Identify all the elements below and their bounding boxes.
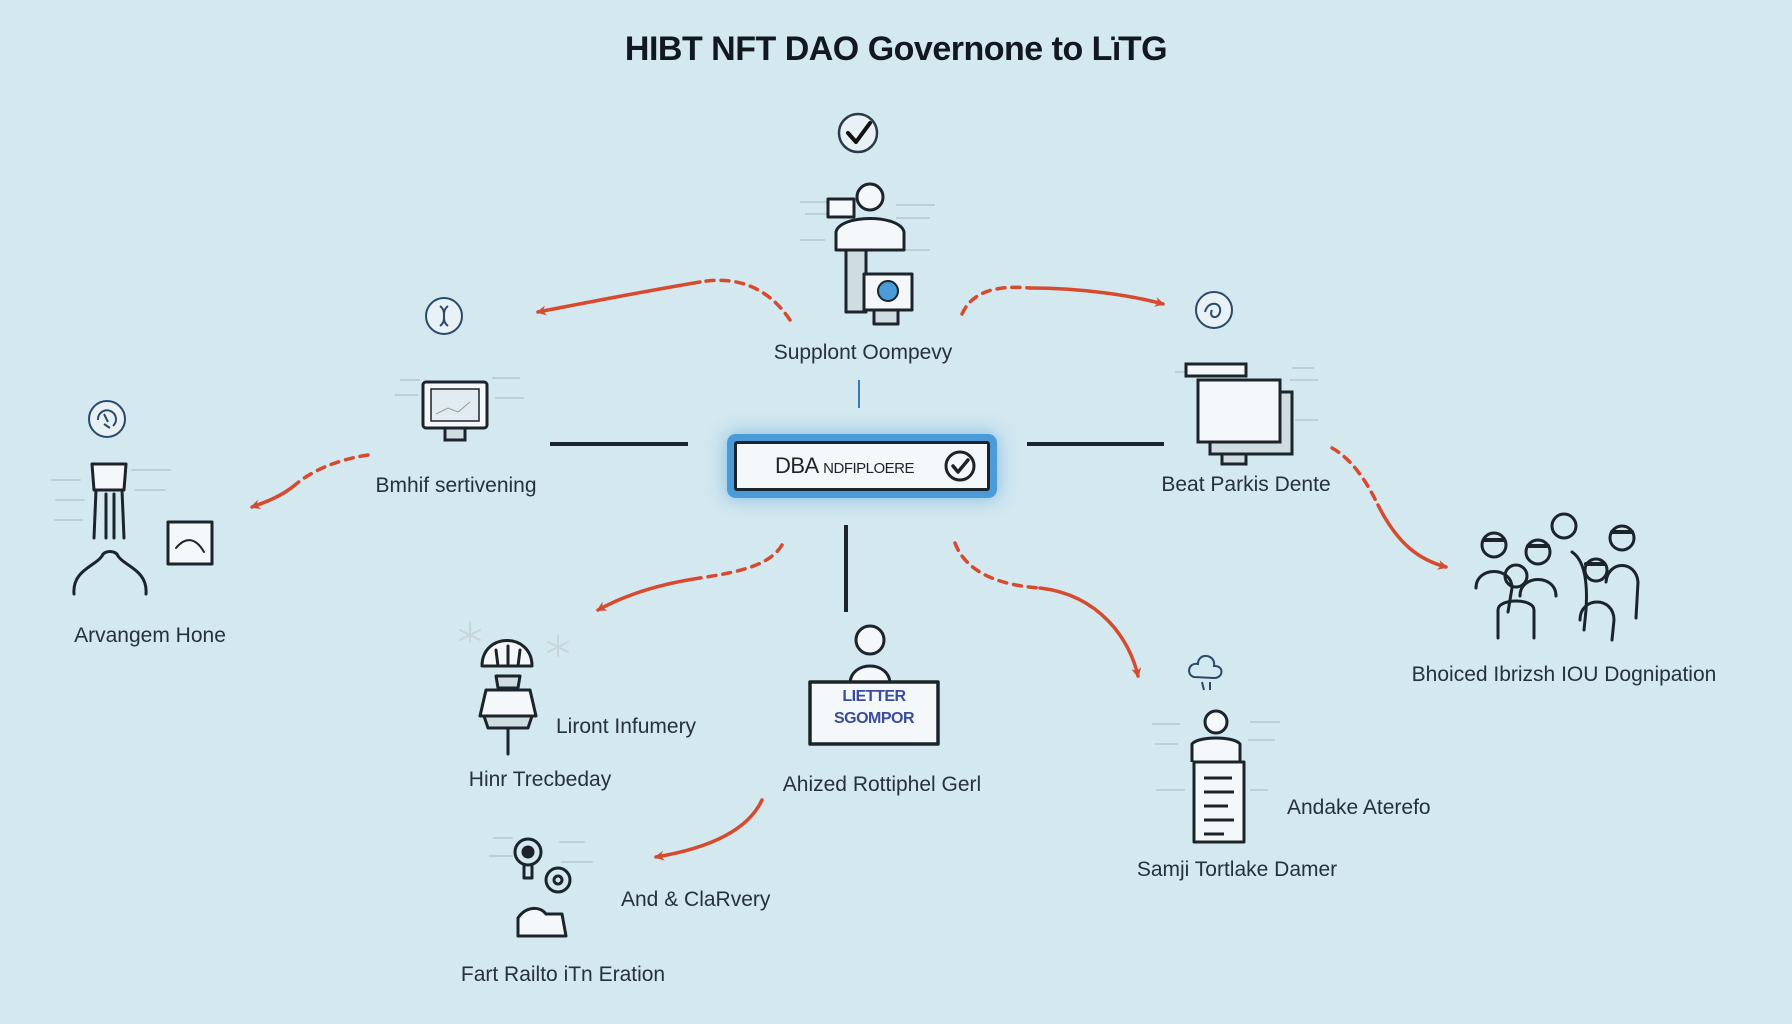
node-label-bottom-left: Hinr Trecbeday bbox=[468, 768, 612, 791]
arrow-top-right bbox=[1028, 286, 1165, 307]
check-circle-icon bbox=[944, 450, 976, 482]
arrow-lower-left-dash bbox=[698, 543, 784, 580]
central-dao-node[interactable]: DBA NDFIPLOERE bbox=[734, 441, 990, 491]
node-label-top: Supplont Oompevy bbox=[773, 341, 953, 364]
node-label-bottom-left-low: Fart Railto iTn Eration bbox=[460, 963, 666, 986]
stacked-monitors-icon bbox=[1175, 362, 1318, 466]
lamp-machine-icon bbox=[459, 621, 569, 756]
check-badge-icon bbox=[837, 112, 879, 154]
diagram-title: HIBT NFT DAO Governone to LïTG bbox=[624, 30, 1168, 68]
node-label-left-upper: Bmhif sertivening bbox=[375, 474, 537, 497]
node-side-label-bottom-left: Liront Infumery bbox=[556, 715, 697, 738]
team-group-icon bbox=[1474, 512, 1640, 642]
node-label-right-upper: Beat Parkis Dente bbox=[1161, 473, 1331, 496]
arrow-top-left bbox=[536, 280, 702, 316]
sign-text: LIETTER SGOMPOR bbox=[812, 686, 936, 730]
refresh-badge-icon bbox=[88, 400, 126, 438]
arrow-lower-right bbox=[1038, 586, 1142, 678]
cloud-badge-icon bbox=[1188, 655, 1223, 691]
central-label: DBA NDFIPLOERE bbox=[775, 453, 915, 478]
monitor-icon bbox=[395, 377, 524, 442]
document-person-icon bbox=[1152, 709, 1280, 844]
gears-hands-icon bbox=[489, 837, 593, 938]
person-lamp-icon bbox=[51, 462, 214, 596]
sign-holder-icon bbox=[808, 624, 940, 746]
arrow-lower-right-dash bbox=[953, 541, 1042, 590]
dna-badge-icon bbox=[425, 297, 463, 335]
arrow-top-right-dash bbox=[960, 285, 1032, 316]
node-label-left-far: Arvangem Hone bbox=[74, 624, 226, 647]
node-label-right-far: Bhoiced Ibrizsh IOU Dognipation bbox=[1411, 663, 1717, 686]
node-side-label-bottom-left-low: And & ClaRvery bbox=[621, 888, 771, 911]
arrow-left-far-dash bbox=[293, 453, 370, 487]
arrow-bottom-left bbox=[654, 798, 764, 861]
arrow-left-far bbox=[250, 483, 297, 510]
sign-line-1: LIETTER bbox=[842, 688, 906, 705]
sign-line-2: SGOMPOR bbox=[833, 710, 915, 727]
presenter-icon bbox=[800, 182, 935, 326]
arrow-lower-left bbox=[596, 576, 702, 612]
arrow-top-left-dash bbox=[698, 278, 792, 322]
arrow-right-far bbox=[1376, 503, 1448, 570]
arrow-right-far-dash bbox=[1330, 446, 1380, 507]
node-label-bottom-center: Ahized Rottiphel Gerl bbox=[782, 773, 982, 796]
node-label-bottom-right: Samji Tortlake Damer bbox=[1136, 858, 1338, 881]
node-side-label-bottom-right: Andake Aterefo bbox=[1287, 796, 1431, 819]
swirl-badge-icon bbox=[1195, 291, 1233, 329]
